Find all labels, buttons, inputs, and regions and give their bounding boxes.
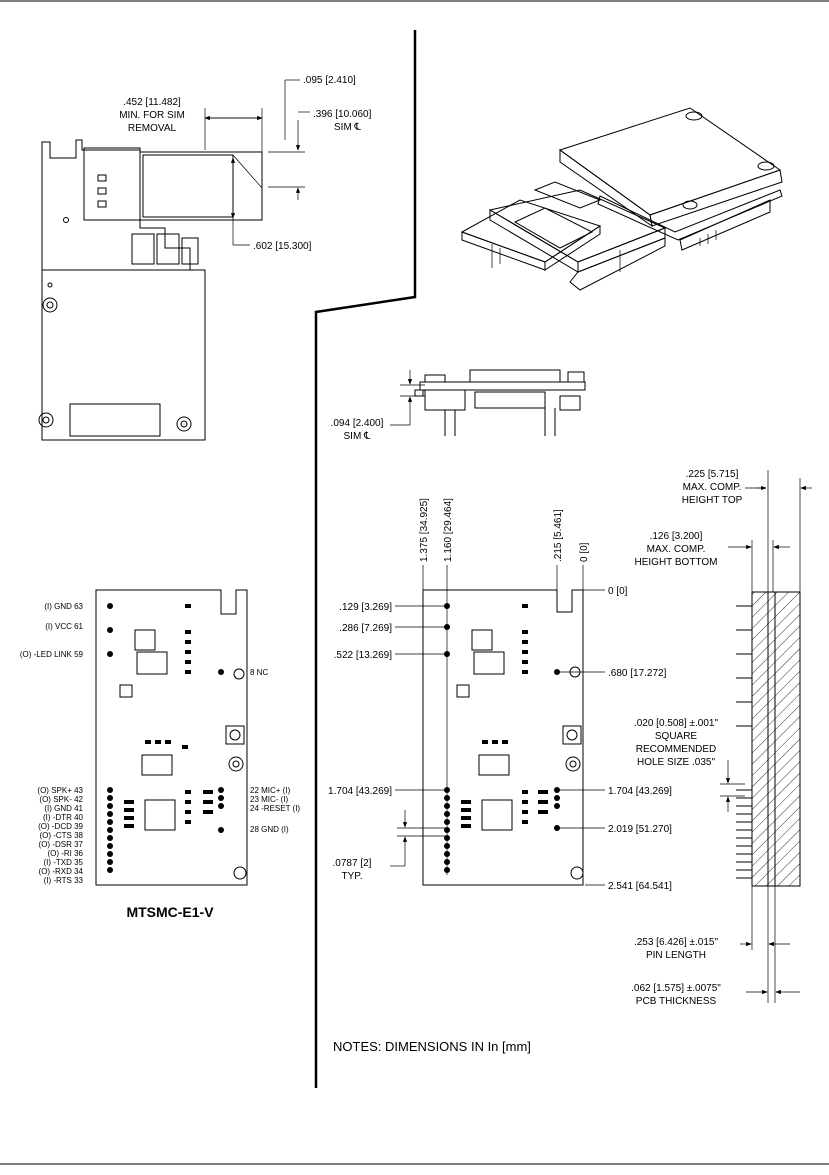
pinout-board: [95, 589, 248, 886]
dim-1704-right: 1.704 [43.269]: [608, 786, 672, 797]
dim-2019: 2.019 [51.270]: [608, 824, 672, 835]
pin-gnd-63: (I) GND 63: [44, 602, 83, 611]
dim-094: .094 [2.400]: [331, 418, 384, 429]
dim-126: .126 [3.200]: [650, 531, 703, 542]
pin-ri-36: (O) -RI 36: [47, 849, 83, 858]
dim-1704-left: 1.704 [43.269]: [328, 786, 392, 797]
dim-095: .095 [2.410]: [303, 75, 356, 86]
pin-led-link-59: (O) -LED LINK 59: [20, 650, 84, 659]
dim-hole-line2: SQUARE: [655, 731, 698, 742]
dim-522: .522 [13.269]: [334, 650, 393, 661]
pin-txd-35: (I) -TXD 35: [43, 858, 83, 867]
pin-rts-33: (I) -RTS 33: [44, 876, 84, 885]
dim-0787: .0787 [2]: [333, 858, 372, 869]
dim-680: .680 [17.272]: [608, 668, 667, 679]
pin-spk-plus-43: (O) SPK+ 43: [37, 786, 83, 795]
pin-mic-minus-23: 23 MIC- (I): [250, 795, 289, 804]
dim-0-vertical: 0 [0]: [579, 542, 590, 562]
dim-225-line3: HEIGHT TOP: [682, 495, 743, 506]
dim-2541: 2.541 [64.541]: [608, 881, 672, 892]
dim-pin-length-line2: PIN LENGTH: [646, 950, 706, 961]
dim-pin-length: .253 [6.426] ±.015": [634, 937, 719, 948]
dim-sim-removal-2: MIN. FOR SIM: [119, 110, 185, 121]
profile-pins: [736, 605, 752, 879]
profile-view: [720, 470, 812, 1003]
dim-pcb-thickness-line2: PCB THICKNESS: [636, 996, 717, 1007]
dim-225: .225 [5.715]: [686, 469, 739, 480]
dim-sim-removal-1: .452 [11.482]: [123, 97, 181, 108]
dim-396-sim: SIM ℄: [334, 122, 362, 133]
dim-hole-line4: HOLE SIZE .035": [637, 757, 715, 768]
dim-sim-removal-3: REMOVAL: [128, 123, 177, 134]
dim-1375: 1.375 [34.925]: [419, 498, 430, 562]
dim-215: .215 [5.461]: [553, 509, 564, 562]
dim-0787-typ: TYP.: [342, 871, 363, 882]
dim-286: .286 [7.269]: [339, 623, 392, 634]
dim-126-line2: MAX. COMP.: [647, 544, 706, 555]
dimensioned-board: [390, 565, 605, 886]
pin-cts-38: (O) -CTS 38: [39, 831, 83, 840]
dim-0-right: 0 [0]: [608, 586, 628, 597]
dim-pcb-thickness: .062 [1.575] ±.0075": [631, 983, 721, 994]
dim-129: .129 [3.269]: [339, 602, 392, 613]
dim-225-line2: MAX. COMP.: [683, 482, 742, 493]
view-divider: [314, 30, 417, 1088]
pin-vcc-61: (I) VCC 61: [45, 622, 83, 631]
pin-rxd-34: (O) -RXD 34: [39, 867, 84, 876]
dim-094-sim: SIM ℄: [344, 431, 372, 442]
pin-reset-24: 24 -RESET (I): [250, 804, 300, 813]
dim-hole-line3: RECOMMENDED: [636, 744, 717, 755]
pin-nc-8: 8 NC: [250, 668, 268, 677]
dim-1160: 1.160 [29.464]: [443, 498, 454, 562]
dim-396: .396 [10.060]: [313, 109, 372, 120]
dim-602: .602 [15.300]: [253, 241, 312, 252]
isometric-view: [460, 107, 783, 291]
pin-mic-plus-22: 22 MIC+ (I): [250, 786, 291, 795]
notes: NOTES: DIMENSIONS IN In [mm]: [333, 1039, 531, 1054]
pin-dcd-39: (O) -DCD 39: [38, 822, 83, 831]
pin-dtr-40: (I) -DTR 40: [43, 813, 84, 822]
side-view: [390, 369, 586, 436]
pinout-title: MTSMC-E1-V: [126, 904, 214, 920]
pin-gnd-28: 28 GND (I): [250, 825, 289, 834]
pin-spk-minus-42: (O) SPK- 42: [39, 795, 83, 804]
dim-126-line3: HEIGHT BOTTOM: [635, 557, 718, 568]
top-left-view: [38, 79, 310, 441]
dim-hole: .020 [0.508] ±.001": [634, 718, 719, 729]
pin-gnd-41: (I) GND 41: [44, 804, 83, 813]
pin-dsr-37: (O) -DSR 37: [39, 840, 84, 849]
